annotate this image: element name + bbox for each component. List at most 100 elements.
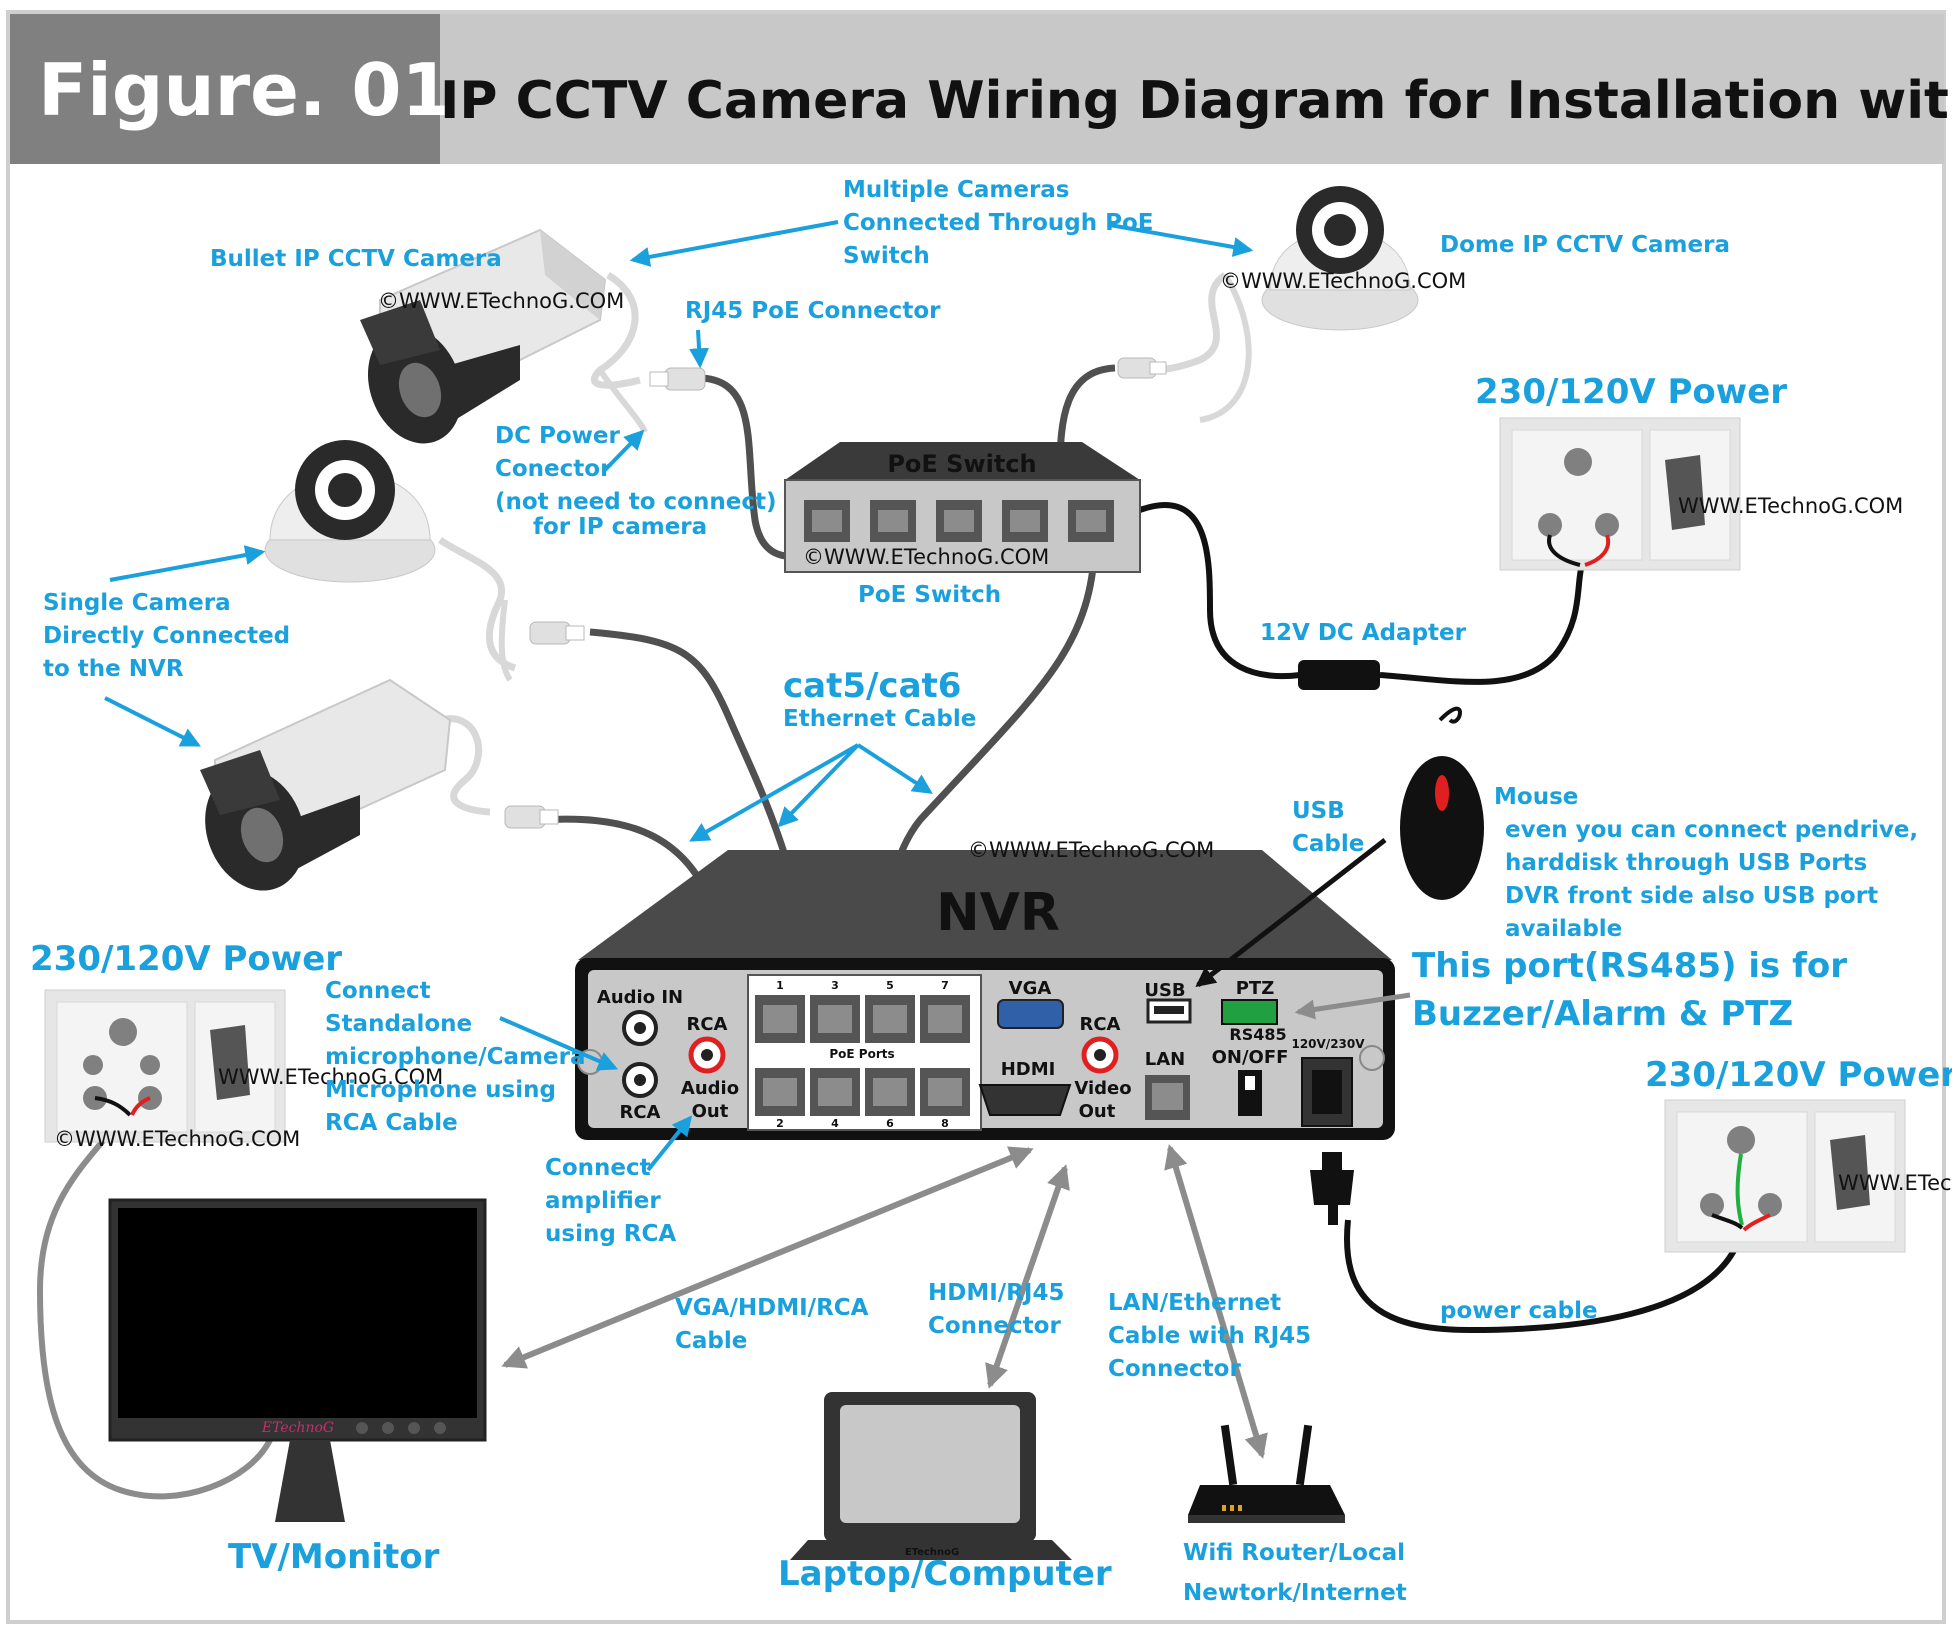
nvr-port-number: 1	[776, 979, 784, 992]
single-dome-cable	[438, 537, 517, 672]
label-dome-camera: Dome IP CCTV Camera	[1440, 232, 1730, 258]
bullet-camera-lower	[200, 678, 452, 891]
power-socket-top-right	[1499, 417, 1741, 571]
label-hdmi-connector-2: Connector	[928, 1313, 1061, 1339]
blue-arrows	[104, 220, 1254, 1172]
label-microphone-1: Connect	[325, 978, 431, 1004]
lower-bullet-cable	[439, 715, 491, 816]
nvr-audio-out-label-1: Audio	[681, 1078, 739, 1099]
watermark-small: WWW.ETechnoG.COM	[1838, 1171, 1952, 1195]
single-dome-dc-cable	[498, 599, 513, 682]
nvr-lan-label: LAN	[1145, 1049, 1185, 1070]
nvr-video-out-label-1: Video	[1074, 1078, 1131, 1099]
label-lan-cable-1: LAN/Ethernet	[1108, 1290, 1281, 1316]
label-vga-cable-2: Cable	[675, 1328, 747, 1354]
nvr	[575, 850, 1395, 1140]
label-cat-cable: cat5/cat6	[783, 666, 961, 706]
tv-monitor	[108, 1198, 487, 1522]
label-dc-power-1: DC Power	[495, 423, 620, 449]
nvr-audio-in-label: Audio IN	[597, 987, 683, 1008]
nvr-ptz-label: PTZ	[1236, 978, 1275, 999]
nvr-usb-label: USB	[1144, 980, 1185, 1001]
label-multiple-cameras-1: Multiple Cameras	[843, 177, 1070, 203]
tv-brand: ETechnoG	[261, 1420, 334, 1436]
power-socket-right	[1664, 1099, 1906, 1253]
label-microphone-5: RCA Cable	[325, 1110, 458, 1136]
dome-dc-cable	[1199, 273, 1252, 423]
cable-switch-to-adapter	[1138, 502, 1301, 680]
label-rs485-1: This port(RS485) is for	[1412, 946, 1847, 986]
nvr-port-number: 8	[941, 1117, 949, 1130]
rj45-connector-top	[649, 367, 706, 391]
mouse-cable	[1438, 706, 1462, 724]
label-vga-cable-1: VGA/HDMI/RCA	[675, 1295, 869, 1321]
tv-power-cable	[36, 1098, 273, 1500]
poe-switch-name: PoE Switch	[887, 450, 1036, 478]
rs485-arrow	[1294, 992, 1411, 1020]
nvr-poe-ports-label: PoE Ports	[829, 1047, 894, 1061]
watermark-small: WWW.ETechnoG.COM	[218, 1065, 443, 1089]
label-dc-power-2: Conector	[495, 456, 612, 482]
label-microphone-4: Microphone using	[325, 1077, 556, 1103]
label-power-cable: power cable	[1440, 1298, 1598, 1324]
label-lan-cable-3: Connector	[1108, 1356, 1241, 1382]
watermark: ©WWW.ETechnoG.COM	[968, 838, 1214, 862]
black-arrows	[1195, 838, 1387, 988]
watermark-small: WWW.ETechnoG.COM	[1678, 494, 1903, 518]
label-router-2: Newtork/Internet	[1183, 1580, 1407, 1606]
nvr-port-number: 4	[831, 1117, 839, 1130]
label-mouse-4: DVR front side also USB port	[1505, 883, 1878, 909]
label-usb-cable-2: Cable	[1292, 831, 1364, 857]
nvr-rs485-label: RS485	[1229, 1025, 1286, 1044]
label-tv: TV/Monitor	[228, 1537, 440, 1577]
nvr-video-out-label-2: Out	[1079, 1101, 1116, 1122]
label-mouse-1: Mouse	[1494, 784, 1578, 810]
single-rj45-connector	[529, 621, 585, 645]
figure-label: Figure. 01	[38, 48, 452, 132]
label-ethernet-cable: Ethernet Cable	[783, 706, 976, 732]
nvr-port-number: 6	[886, 1117, 894, 1130]
label-multiple-cameras-3: Switch	[843, 243, 930, 269]
nvr-on-off-label: ON/OFF	[1212, 1047, 1289, 1068]
watermark: ©WWW.ETechnoG.COM	[803, 545, 1049, 569]
nvr-port-number: 5	[886, 979, 894, 992]
label-power-left: 230/120V Power	[30, 939, 342, 979]
bullet-camera-top	[360, 228, 607, 444]
nvr-audio-out-label-2: Out	[692, 1101, 729, 1122]
watermark: ©WWW.ETechnoG.COM	[54, 1127, 300, 1151]
label-dc-power-3: (not need to connect)	[495, 489, 776, 515]
label-amplifier-2: amplifier	[545, 1188, 661, 1214]
label-hdmi-connector-1: HDMI/RJ45	[928, 1280, 1064, 1306]
label-laptop: Laptop/Computer	[778, 1554, 1112, 1594]
mouse	[1400, 756, 1484, 900]
label-microphone-3: microphone/Camera	[325, 1044, 585, 1070]
single-dome-camera	[264, 440, 436, 583]
dome-rj45-connector	[1117, 357, 1167, 379]
label-dc-adapter: 12V DC Adapter	[1260, 620, 1467, 646]
nvr-rca-video-label: RCA	[1079, 1014, 1120, 1035]
label-single-camera-3: to the NVR	[43, 656, 184, 682]
laptop	[790, 1392, 1072, 1560]
label-power-right: 230/120V Power	[1645, 1055, 1952, 1095]
label-mouse-3: harddisk through USB Ports	[1505, 850, 1867, 876]
label-rj45-poe: RJ45 PoE Connector	[685, 298, 941, 324]
nvr-vga-label: VGA	[1009, 978, 1052, 999]
label-single-camera-2: Directly Connected	[43, 623, 290, 649]
label-poe-switch: PoE Switch	[858, 582, 1001, 608]
label-microphone-2: Standalone	[325, 1011, 472, 1037]
watermark: ©WWW.ETechnoG.COM	[1220, 269, 1466, 293]
nvr-power-plug	[1310, 1152, 1354, 1225]
label-lan-cable-2: Cable with RJ45	[1108, 1323, 1311, 1349]
dc-adapter	[1298, 660, 1380, 690]
label-mouse-2: even you can connect pendrive,	[1505, 817, 1918, 843]
nvr-rca-left-label: RCA	[619, 1102, 660, 1123]
label-amplifier-3: using RCA	[545, 1221, 676, 1247]
label-rs485-2: Buzzer/Alarm & PTZ	[1412, 994, 1793, 1034]
label-multiple-cameras-2: Connected Through PoE	[843, 210, 1154, 236]
nvr-power-cable	[1344, 1219, 1745, 1334]
page-title: IP CCTV Camera Wiring Diagram for Instal…	[440, 71, 1952, 131]
nvr-port-number: 7	[941, 979, 949, 992]
laptop-brand: ETechnoG	[905, 1547, 959, 1558]
poe-switch	[784, 442, 1141, 573]
